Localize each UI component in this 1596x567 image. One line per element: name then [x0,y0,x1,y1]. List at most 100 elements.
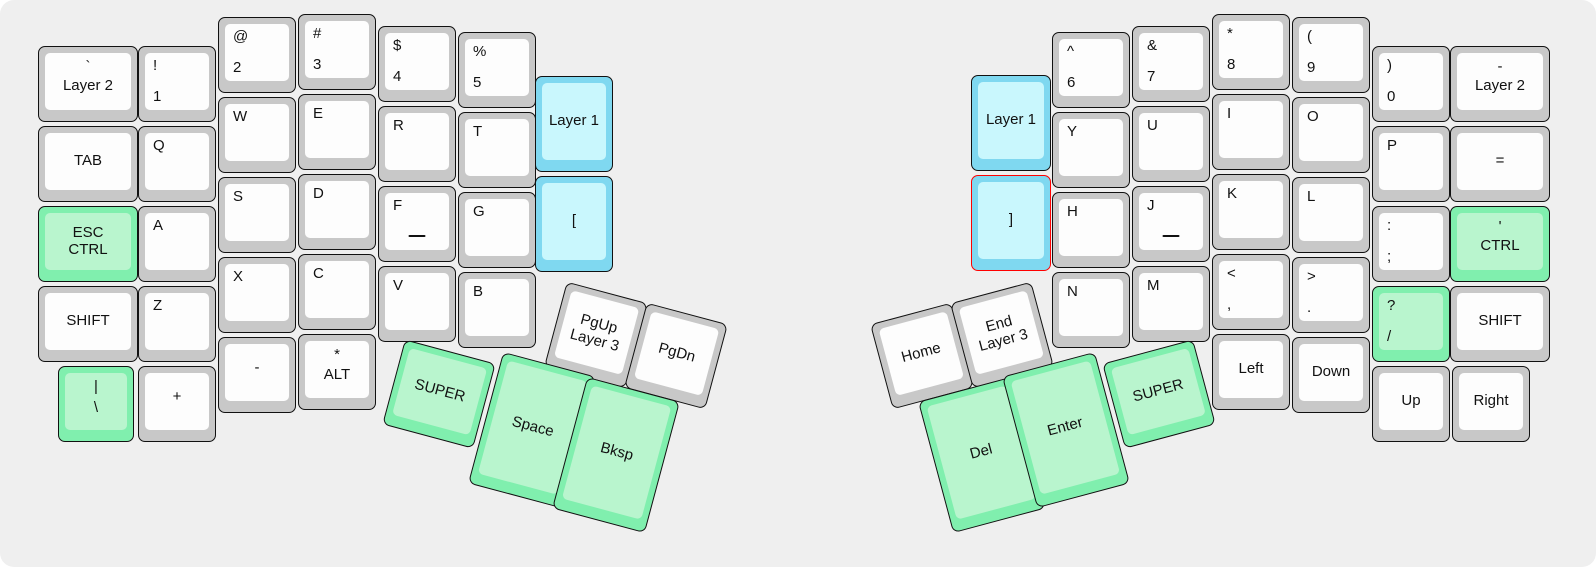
key-9[interactable]: (9 [1292,17,1370,93]
key-label: B [473,283,484,300]
key-label: , [1227,295,1232,313]
key-equals[interactable]: = [1450,126,1550,202]
key-d[interactable]: D [298,174,376,250]
key-y[interactable]: Y [1052,112,1130,188]
key-alt[interactable]: * ALT [298,334,376,410]
key-t[interactable]: T [458,112,536,188]
key-w[interactable]: W [218,97,296,173]
key-u[interactable]: U [1132,106,1210,182]
key-semicolon[interactable]: :; [1372,206,1450,282]
key-8[interactable]: *8 [1212,14,1290,90]
key-sublabel: : [1387,217,1392,234]
key-layer2-right[interactable]: - Layer 2 [1450,46,1550,122]
key-label: A [153,217,164,234]
key-label: - [254,359,260,376]
key-shift-left[interactable]: SHIFT [38,286,138,362]
key-i[interactable]: I [1212,94,1290,170]
key-esc-ctrl[interactable]: ESC CTRL [38,206,138,282]
key-k[interactable]: K [1212,174,1290,250]
key-tab[interactable]: TAB [38,126,138,202]
key-label: Layer 3 [568,325,622,355]
key-n[interactable]: N [1052,272,1130,348]
key-f[interactable]: F [378,186,456,262]
key-period[interactable]: >. [1292,257,1370,333]
key-sublabel: & [1147,37,1158,54]
key-label: S [233,188,244,205]
key-0[interactable]: )0 [1372,46,1450,122]
key-label: SHIFT [66,312,110,330]
key-l[interactable]: L [1292,177,1370,253]
key-label: Left [1238,360,1264,378]
key-label: Q [153,137,165,154]
key-super-right[interactable]: SUPER [1102,339,1216,449]
key-super-left[interactable]: SUPER [382,339,496,449]
key-label: [ [571,212,577,230]
key-sublabel: ! [153,57,158,74]
key-c[interactable]: C [298,254,376,330]
key-bracket-left[interactable]: [ [535,176,613,272]
key-label: = [1495,152,1505,170]
key-v[interactable]: V [378,266,456,342]
key-b[interactable]: B [458,272,536,348]
key-label: Del [968,440,995,464]
key-label: P [1387,137,1398,154]
key-label: Down [1311,363,1351,381]
key-slash[interactable]: ?/ [1372,286,1450,362]
key-quote-ctrl[interactable]: ' CTRL [1450,206,1550,282]
key-sublabel: > [1307,268,1316,285]
key-label: R [393,117,404,134]
key-minus-left[interactable]: - [218,337,296,413]
key-s[interactable]: S [218,177,296,253]
key-sublabel: ' [1498,218,1502,235]
key-label: V [393,277,404,294]
key-q[interactable]: Q [138,126,216,202]
key-label: Z [153,297,163,314]
key-comma[interactable]: <, [1212,254,1290,330]
key-label: 4 [393,67,402,85]
key-z[interactable]: Z [138,286,216,362]
key-layer1-right[interactable]: Layer 1 [971,75,1051,171]
key-j[interactable]: J [1132,186,1210,262]
key-sublabel: - [1497,58,1503,75]
key-label: X [233,268,244,285]
key-5[interactable]: %5 [458,32,536,108]
key-4[interactable]: $4 [378,26,456,102]
key-1[interactable]: !1 [138,46,216,122]
key-o[interactable]: O [1292,97,1370,173]
key-r[interactable]: R [378,106,456,182]
key-3[interactable]: #3 [298,14,376,90]
key-left-arrow[interactable]: Left [1212,334,1290,410]
key-p[interactable]: P [1372,126,1450,202]
key-shift-right[interactable]: SHIFT [1450,286,1550,362]
key-sublabel: * [334,346,340,363]
key-a[interactable]: A [138,206,216,282]
key-h[interactable]: H [1052,192,1130,268]
key-sublabel: * [1227,25,1233,42]
key-7[interactable]: &7 [1132,26,1210,102]
key-bracket-right[interactable]: ] [971,175,1051,271]
key-layer1-left[interactable]: Layer 1 [535,76,613,172]
key-down-arrow[interactable]: Down [1292,337,1370,413]
key-sublabel: % [473,43,487,60]
key-label: W [233,108,248,125]
key-x[interactable]: X [218,257,296,333]
key-label: C [313,265,324,282]
key-plus[interactable]: + [138,366,216,442]
key-label: Bksp [598,439,636,465]
key-g[interactable]: G [458,192,536,268]
key-pipe-backslash[interactable]: | \ [58,366,134,442]
key-m[interactable]: M [1132,266,1210,342]
key-up-arrow[interactable]: Up [1372,366,1450,442]
key-label: 3 [313,55,322,73]
key-6[interactable]: ^6 [1052,32,1130,108]
homing-bar-icon [1162,235,1180,237]
key-layer2-left[interactable]: ` Layer 2 [38,46,138,122]
key-e[interactable]: E [298,94,376,170]
key-2[interactable]: @2 [218,17,296,93]
key-right-arrow[interactable]: Right [1452,366,1530,442]
key-label: 7 [1147,67,1156,85]
key-label: M [1147,277,1160,294]
key-label: E [313,105,324,122]
key-sublabel: # [313,25,322,42]
